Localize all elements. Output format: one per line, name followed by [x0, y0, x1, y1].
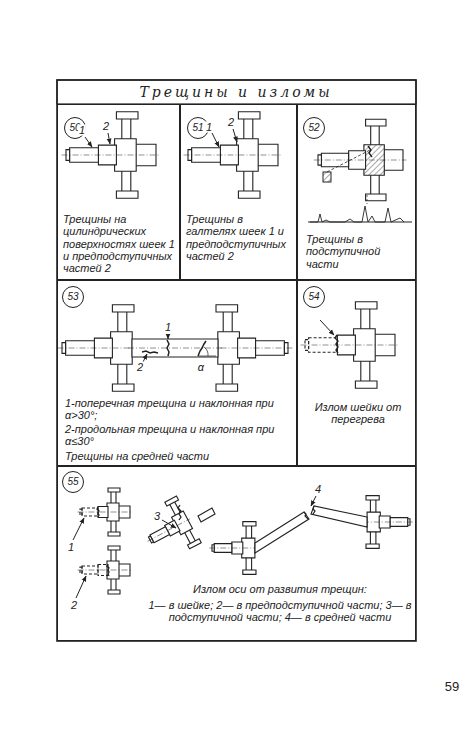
figure-panel: Трещины в галтелях шеек 1 и предподступи… [180, 104, 297, 280]
figure-panel: Излом оси от развития трещин: 1— в шейке;… [57, 466, 416, 641]
caption-text: 1-поперечная трещина и наклонная при α>3… [65, 397, 293, 422]
figure-panel: Трещины на цилиндрических поверхностях ш… [57, 104, 180, 280]
figure-number: 52 [308, 123, 319, 133]
figure-number: 54 [308, 292, 319, 302]
figure-number-circle: 53 [62, 286, 84, 308]
callout-number: 2 [136, 362, 144, 373]
figure-number-circle: 52 [303, 117, 325, 139]
callout-number: 1 [205, 122, 213, 133]
callout-number: 2 [102, 121, 110, 132]
callout-number: 1 [164, 322, 172, 333]
caption-text: Трещины в подступичной части [306, 233, 411, 270]
caption-text: Излом оси от развития трещин: [146, 583, 414, 595]
callout-number: 1 [67, 542, 75, 553]
caption-text: 2-продольная трещина и наклонная при α≤3… [65, 423, 293, 448]
caption-text: Излом шейки от перегрева [304, 401, 412, 426]
figure-number: 55 [67, 477, 78, 487]
callout-number: 4 [314, 484, 322, 495]
callout-number: 2 [70, 600, 78, 611]
page-number: 59 [444, 680, 460, 693]
callout-number: 3 [153, 511, 161, 522]
callout-number: α [197, 362, 205, 373]
figure-number-circle: 54 [303, 286, 325, 308]
figure-panel: 1-поперечная трещина и наклонная при α>3… [57, 280, 297, 466]
figure-number: 53 [67, 292, 78, 302]
page-title: Трещины и изломы [139, 85, 332, 99]
figure-panel: Трещины в подступичной части 52 [297, 104, 416, 280]
figure-number-circle: 55 [62, 471, 84, 493]
callout-number: 2 [227, 117, 235, 128]
caption-text: Трещины в галтелях шеек 1 и предподступи… [186, 213, 294, 262]
caption-text: Трещины на цилиндрических поверхностях ш… [63, 213, 177, 275]
figure-number: 51 [192, 123, 203, 133]
figure-panel: Излом шейки от перегрева 54 [297, 280, 416, 466]
caption-text: 1— в шейке; 2— в предподступичной части;… [146, 599, 414, 624]
caption-text: Трещины на средней части [65, 450, 293, 462]
callout-number: 1 [78, 125, 86, 136]
